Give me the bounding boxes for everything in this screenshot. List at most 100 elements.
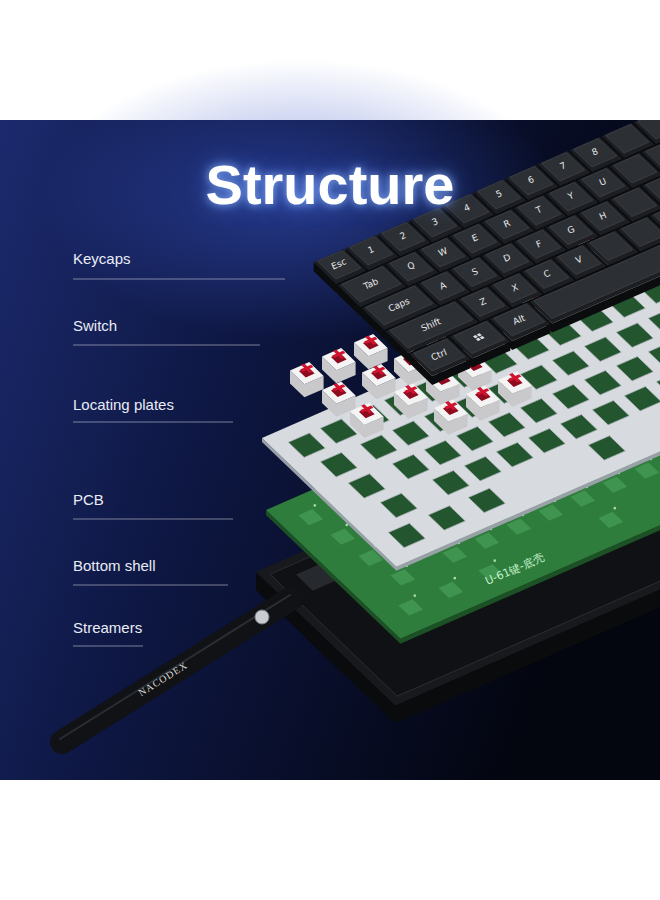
plate-cutout <box>392 454 429 478</box>
keycap-top <box>573 138 616 167</box>
switch-stem <box>333 350 344 359</box>
switch-stem <box>444 402 457 409</box>
pcb-pad <box>298 509 323 525</box>
keycap-top <box>589 232 632 261</box>
switch-stem <box>476 388 489 395</box>
pcb-hole <box>454 577 457 580</box>
switch-stem <box>477 387 488 396</box>
keycap-top <box>541 152 584 181</box>
switch-stem <box>301 364 312 373</box>
keycap-top <box>581 202 624 231</box>
switch-stem <box>300 365 313 372</box>
plate-cutout <box>648 309 660 333</box>
windows-icon <box>473 335 478 338</box>
keycap-top <box>525 260 568 289</box>
switch-stem <box>365 336 376 345</box>
plate-cutout <box>456 426 493 450</box>
plate-cutout <box>496 442 533 466</box>
pcb-pad <box>398 599 423 615</box>
plate-cutout <box>560 414 597 438</box>
keycap-top <box>493 304 544 336</box>
plate-cutout <box>432 470 469 494</box>
keycap-top <box>461 288 504 317</box>
plate-cutout <box>584 370 621 394</box>
plate-cutout <box>552 351 589 375</box>
plate-cutout <box>348 474 385 498</box>
keycap-top <box>421 272 464 301</box>
windows-icon <box>477 333 482 336</box>
keycap-top <box>381 222 424 251</box>
label-underline <box>73 279 285 280</box>
plate-cutout <box>468 488 505 512</box>
pcb-hole <box>314 504 317 507</box>
part-label: Locating plates <box>73 396 174 413</box>
pcb-hole <box>414 594 417 597</box>
pcb-pad <box>598 512 623 528</box>
keycap-top <box>421 238 464 267</box>
keycap-top <box>517 230 560 259</box>
keycap-top <box>389 252 432 281</box>
part-label: PCB <box>73 491 104 508</box>
switch-stem <box>404 386 417 393</box>
keycap <box>530 215 660 323</box>
keycap-top <box>453 321 504 353</box>
switch-stem <box>360 405 373 412</box>
keycap-top <box>317 250 360 279</box>
switch-housing <box>354 334 388 356</box>
switch-stem <box>508 374 521 381</box>
label-underline <box>73 422 233 423</box>
switch-housing <box>434 400 468 422</box>
keycap-top <box>485 210 528 239</box>
plate-cutout <box>360 435 397 459</box>
switch-housing <box>362 364 396 386</box>
switch-housing <box>322 382 356 404</box>
switch-stem <box>332 351 345 358</box>
part-label: Streamers <box>73 619 142 636</box>
plate-cutout <box>528 428 565 452</box>
windows-icon <box>476 338 481 341</box>
exploded-view <box>60 120 660 742</box>
switch-stem <box>364 337 377 344</box>
title-glow <box>40 60 560 340</box>
keycap-top <box>613 154 656 183</box>
keycap-top <box>493 274 536 303</box>
plate-cutout <box>552 384 589 408</box>
keycap-top <box>453 258 496 287</box>
switch-stem <box>405 385 416 394</box>
pcb-hole <box>614 507 617 510</box>
keycap-top <box>477 180 520 209</box>
plate-cutout <box>616 323 653 347</box>
label-underline <box>73 585 228 586</box>
switch-stem <box>332 384 345 391</box>
keycap-top <box>557 246 600 275</box>
keycap-top <box>349 236 392 265</box>
label-underline <box>73 646 143 647</box>
switch-housing <box>466 386 500 408</box>
label-underline <box>73 345 260 346</box>
windows-icon <box>480 336 485 339</box>
switch-stem <box>333 383 344 392</box>
plate-cutout <box>584 337 621 361</box>
keycap-top <box>605 124 648 153</box>
pcb-pad <box>390 569 415 585</box>
keycap-top <box>549 216 592 245</box>
switch-stem <box>509 373 520 382</box>
keycap-top <box>485 244 528 273</box>
pcb-pad <box>438 582 463 598</box>
switch-housing <box>322 348 356 370</box>
switch-stem <box>373 366 384 375</box>
part-label: Bottom shell <box>73 557 156 574</box>
plate-cutout <box>392 421 429 445</box>
strap-sheen <box>60 595 290 739</box>
plate-cutout <box>588 436 625 460</box>
title: Structure <box>206 153 455 217</box>
switch-housing <box>394 384 428 406</box>
switch-stem <box>361 404 372 413</box>
plate-cutout <box>592 400 629 424</box>
switch-stem <box>372 367 385 374</box>
plate-cutout <box>464 456 501 480</box>
switch-housing <box>290 362 324 384</box>
switch-housing <box>350 403 384 425</box>
plate-cutout <box>624 386 660 410</box>
